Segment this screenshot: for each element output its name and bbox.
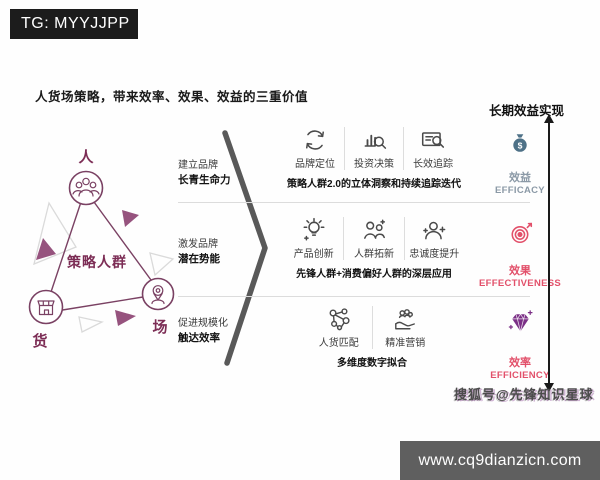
watermark-text: 搜狐号@先锋知识星球 — [454, 387, 594, 402]
item-long-term-tracking: 长效追踪 — [403, 127, 462, 170]
item-precision-marketing: 精准营销 — [371, 306, 439, 349]
target-icon — [510, 222, 532, 244]
row-divider-1 — [178, 202, 530, 203]
outcome-effectiveness: 效果 EFFECTIVENESS — [464, 221, 576, 289]
investment-decision-icon — [364, 134, 387, 149]
row-divider-2 — [178, 296, 530, 297]
page-title: 人货场策略，带来效率、效果、效益的三重价值 — [35, 90, 309, 104]
diamond-icon — [508, 310, 533, 332]
triangle-label-people: 人 — [78, 149, 94, 166]
row-caption: 策略人群2.0的立体洞察和持续追踪迭代 — [287, 179, 461, 190]
triangle-edges — [50, 201, 152, 311]
item-label: 产品创新 — [293, 249, 334, 260]
row-caption: 多维度数字拟合 — [337, 358, 407, 369]
goal-brand-longevity: 建立品牌 长青生命力 — [178, 159, 258, 187]
outcome-zh: 效率 — [509, 357, 531, 369]
item-brand-positioning: 品牌定位 — [286, 127, 344, 170]
row-efficiency: 人货匹配 精准营销 多维度数字拟合 — [306, 306, 438, 369]
location-pin-icon — [151, 285, 165, 305]
long-term-tracking-icon — [421, 132, 445, 148]
brand-positioning-icon — [306, 130, 324, 150]
item-investment-decision: 投资决策 — [344, 127, 403, 170]
triangle-nodes — [28, 170, 175, 325]
outcome-zh: 效益 — [509, 172, 531, 184]
outcome-efficacy: $ 效益 EFFICACY — [464, 131, 576, 196]
footer-url-bar: www.cq9dianzicn.com — [400, 441, 600, 480]
item-label: 人货匹配 — [318, 338, 359, 349]
goal-line2: 触达效率 — [178, 331, 220, 344]
axis-arrowhead-down-icon — [544, 383, 554, 392]
triangle-label-goods: 货 — [32, 332, 47, 350]
benefit-axis-line — [548, 122, 550, 384]
people-goods-place-triangle-diagram: 人 货 场 策略人群 — [28, 149, 175, 350]
triangle-label-place: 场 — [152, 319, 167, 336]
item-label: 精准营销 — [385, 338, 426, 349]
item-product-innovation: 产品创新 — [284, 217, 343, 260]
row-effectiveness: 产品创新 人群拓新 忠诚度提升 — [284, 217, 464, 280]
goal-line1: 促进规模化 — [178, 318, 228, 329]
footer-url: www.cq9dianzicn.com — [418, 451, 582, 469]
decorative-outline-triangles — [33, 201, 175, 333]
goal-line2: 潜在势能 — [178, 252, 220, 265]
goal-line2: 长青生命力 — [178, 173, 231, 186]
item-label: 忠诚度提升 — [409, 249, 460, 260]
svg-text:$: $ — [518, 140, 523, 150]
outcome-en: EFFICACY — [495, 185, 545, 196]
item-label: 长效追踪 — [413, 159, 453, 170]
goal-line1: 激发品牌 — [178, 239, 218, 250]
goal-scaled-reach: 促进规模化 触达效率 — [178, 317, 258, 345]
product-innovation-icon — [303, 217, 325, 241]
item-label: 投资决策 — [354, 159, 394, 170]
tg-badge: TG: MYYJJPP — [10, 9, 138, 39]
item-audience-expansion: 人群拓新 — [343, 217, 403, 260]
row-brand-value: 品牌定位 投资决策 长效追踪 策 — [286, 127, 462, 190]
triangle-center-label: 策略人群 — [66, 254, 127, 270]
loyalty-improvement-icon — [423, 221, 446, 240]
item-people-goods-matching: 人货匹配 — [306, 306, 372, 349]
tg-badge-label: TG: MYYJJPP — [21, 15, 130, 32]
outcome-en: EFFECTIVENESS — [478, 278, 562, 289]
chevron-divider — [222, 130, 268, 366]
item-loyalty-improvement: 忠诚度提升 — [403, 217, 464, 260]
outcome-zh: 效果 — [509, 265, 531, 277]
axis-arrowhead-up-icon — [544, 114, 554, 123]
flow-arrow-triangles — [36, 210, 139, 326]
goal-line1: 建立品牌 — [178, 160, 218, 171]
item-label: 人群拓新 — [353, 249, 394, 260]
precision-marketing-icon — [395, 309, 416, 330]
audience-expansion-icon — [364, 219, 386, 239]
item-label: 品牌定位 — [295, 159, 335, 170]
people-group-icon — [72, 177, 100, 197]
outcome-efficiency: 效率 EFFICIENCY — [464, 309, 576, 381]
row-caption: 先锋人群+消费偏好人群的深层应用 — [296, 269, 452, 280]
goal-brand-potential: 激发品牌 潜在势能 — [178, 238, 258, 266]
outcome-en: EFFICIENCY — [490, 370, 550, 381]
money-bag-icon: $ — [513, 134, 527, 152]
storefront-icon — [37, 300, 55, 316]
people-goods-matching-icon — [329, 308, 350, 331]
